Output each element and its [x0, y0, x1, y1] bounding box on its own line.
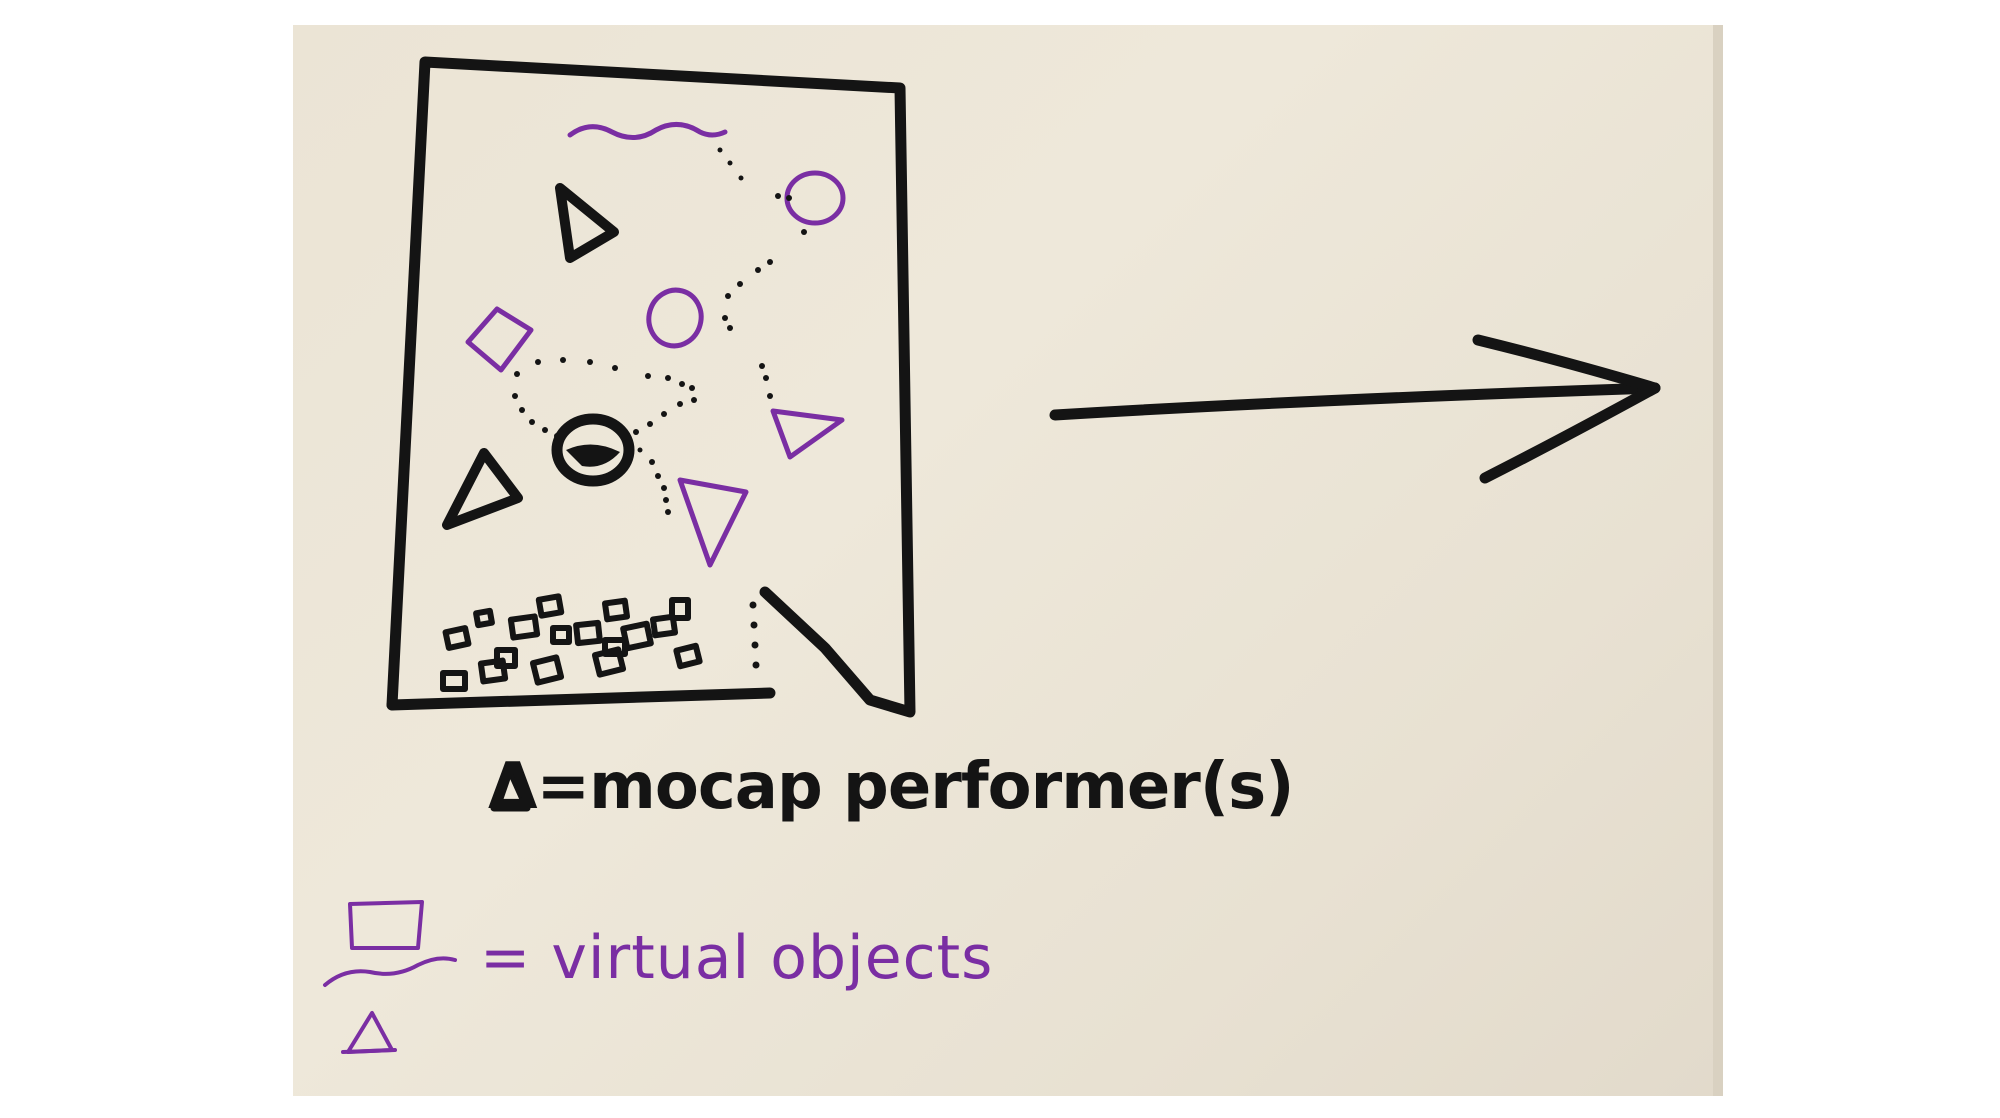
- legend-square-icon: [348, 900, 424, 950]
- virtual-triangle-bottom: [677, 477, 749, 568]
- legend-performer-marker: [490, 764, 531, 812]
- audience-boxes: [440, 593, 703, 692]
- virtual-objects-legend-label: = virtual objects: [480, 923, 994, 993]
- performer-triangle-top: [555, 183, 619, 263]
- room-frame: [386, 56, 916, 718]
- paper-edge-shadow: [1713, 25, 1723, 1096]
- right-arrow-icon: [1049, 334, 1661, 484]
- virtual-triangle-right: [770, 408, 845, 460]
- performer-blob-center: [551, 413, 635, 487]
- paper-sheet: [293, 25, 1723, 1096]
- virtual-circle-middle: [646, 287, 704, 349]
- legend-triangle-base: [341, 1048, 397, 1054]
- performer-legend-label: Δ=mocap performer(s): [488, 750, 1294, 824]
- dotted-paths: [512, 147, 807, 515]
- legend-triangle-icon: [346, 1011, 394, 1054]
- legend-wave-icon: [323, 956, 457, 987]
- virtual-wave-line: [567, 122, 728, 140]
- performer-triangle-left: [442, 448, 523, 530]
- door-dotted-line: [749, 601, 760, 669]
- legend-virtual-markers: [323, 900, 457, 1054]
- room-frame-bottom: [386, 687, 776, 711]
- virtual-square-left: [465, 306, 534, 373]
- virtual-circle-top: [784, 170, 846, 226]
- room-frame-left-top-right: [386, 56, 916, 718]
